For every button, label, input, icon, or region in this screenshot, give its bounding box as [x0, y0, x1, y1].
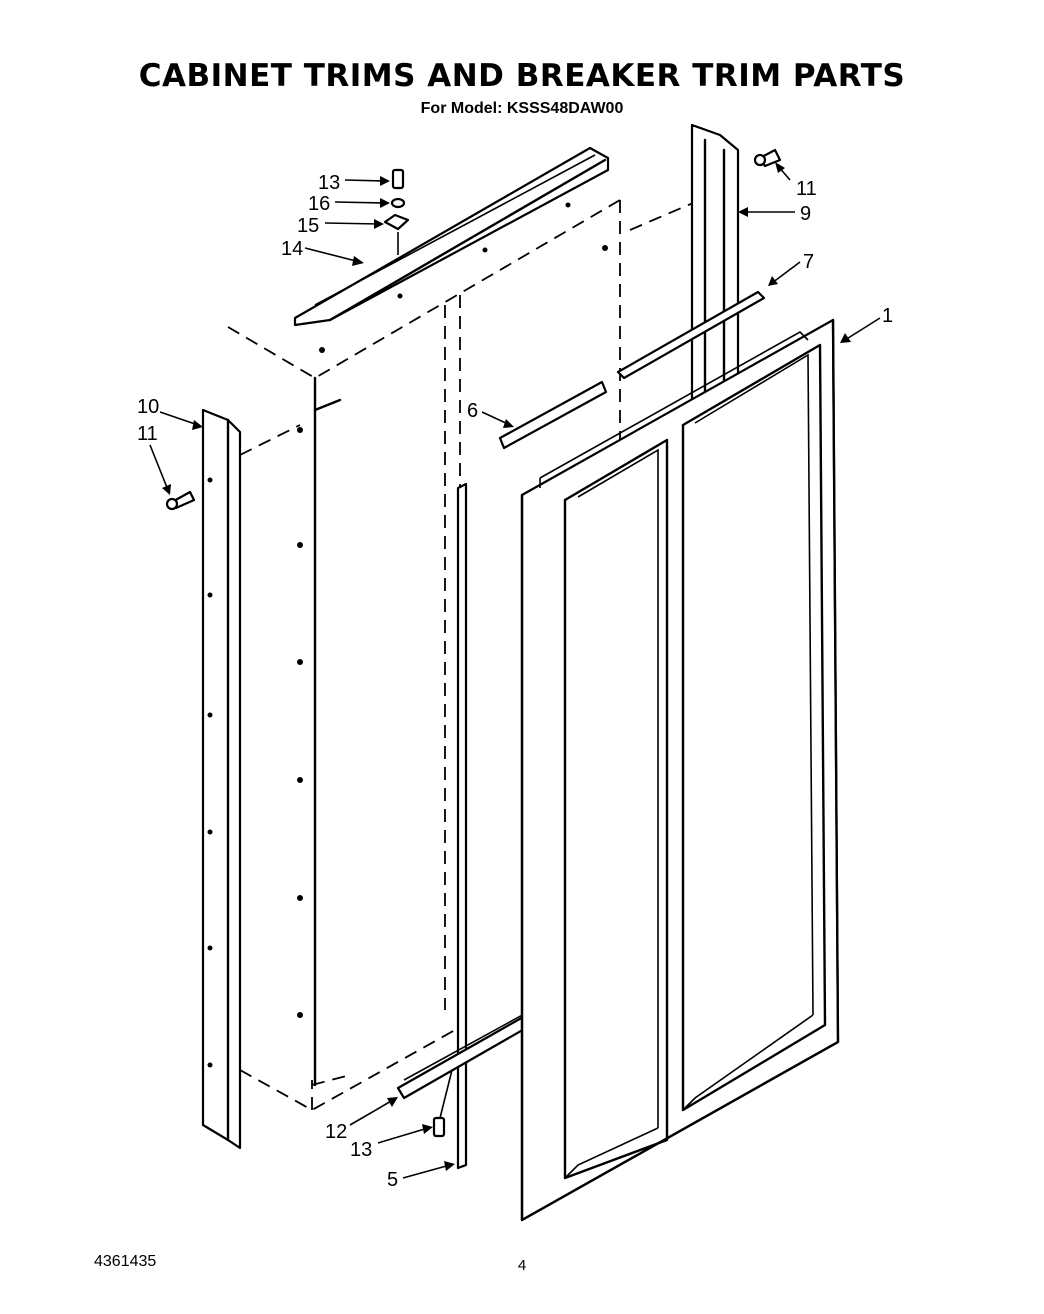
- part-5-vertical-strip: [456, 482, 468, 1170]
- callout-15: 15: [297, 215, 319, 237]
- part-11-screw-top: [753, 148, 782, 168]
- callout-7: 7: [803, 251, 814, 273]
- cabinet-outline: [227, 199, 701, 1112]
- cabinet-side-panel: [297, 245, 608, 1087]
- part-13-screw-bottom: [432, 1069, 453, 1138]
- callout-14: 14: [281, 238, 303, 260]
- callout-11-left: 11: [137, 423, 158, 445]
- document-number: 4361435: [94, 1253, 157, 1270]
- callout-13-top: 13: [318, 172, 340, 194]
- callout-6: 6: [467, 400, 478, 422]
- callout-1: 1: [882, 305, 893, 327]
- callout-5: 5: [387, 1169, 398, 1191]
- part-10-left-trim: [201, 408, 242, 1150]
- page-number: 4: [517, 1257, 527, 1274]
- part-7-strip: [616, 290, 766, 380]
- callout-9: 9: [800, 203, 811, 225]
- callout-16: 16: [308, 193, 330, 215]
- callout-13-bottom: 13: [350, 1139, 372, 1161]
- part-14-top-trim: [293, 146, 610, 327]
- callout-12: 12: [325, 1121, 347, 1143]
- part-6-strip: [498, 380, 608, 450]
- top-hardware-stack: [383, 168, 410, 255]
- page-title: CABINET TRIMS AND BREAKER TRIM PARTS: [138, 58, 906, 94]
- part-1-front-frame: [520, 318, 840, 1222]
- callout-11-top: 11: [796, 178, 817, 200]
- callout-10: 10: [137, 396, 159, 418]
- leader-lines: [149, 162, 881, 1179]
- model-subtitle: For Model: KSSS48DAW00: [420, 100, 624, 117]
- part-11-screw-left: [165, 490, 196, 511]
